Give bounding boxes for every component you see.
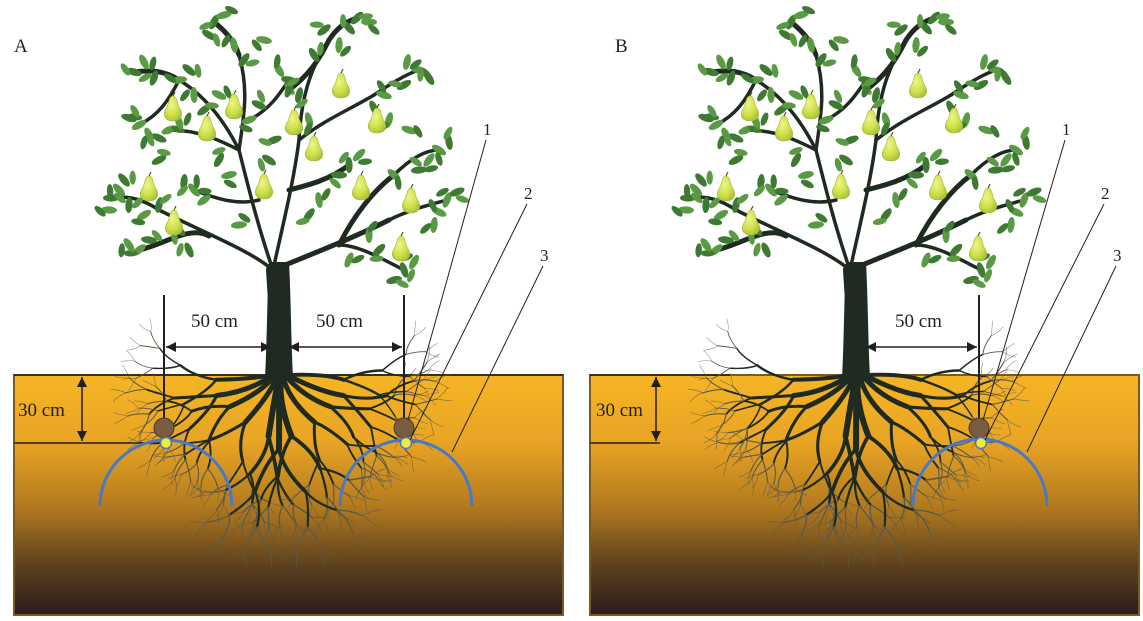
dimension-arrow-left	[166, 342, 271, 352]
pear-tree-icon	[671, 5, 1047, 382]
panel-a: A 50 cm 50 cm 30 cm	[13, 5, 564, 616]
drip-emitter-icon	[974, 436, 988, 450]
callout-leader-3	[1026, 265, 1117, 453]
callout-leader-2	[984, 203, 1105, 441]
roots-icon	[110, 318, 453, 568]
soil-sensor-icon	[393, 417, 415, 439]
callout-leader-1	[982, 139, 1066, 421]
callout-leader-3	[451, 265, 544, 453]
callout-number-1: 1	[483, 120, 492, 139]
dimension-arrow-right	[866, 342, 977, 352]
depth-arrow	[590, 377, 661, 444]
pear-tree-icon	[94, 5, 470, 382]
callout-number-3: 3	[1113, 246, 1122, 265]
drip-emitter-icon	[399, 436, 413, 450]
dimension-arrow-right	[289, 342, 402, 352]
dimension-label-left: 50 cm	[191, 311, 238, 332]
dimension-label-right: 50 cm	[895, 311, 942, 332]
panel-label: A	[14, 36, 28, 57]
depth-label: 30 cm	[596, 400, 643, 421]
roots-icon	[687, 318, 1030, 568]
depth-label: 30 cm	[18, 400, 65, 421]
callout-leader-2	[409, 203, 528, 441]
drip-emitter-icon	[159, 436, 173, 450]
soil-sensor-icon	[968, 417, 990, 439]
callout-number-1: 1	[1062, 120, 1071, 139]
callout-number-2: 2	[1101, 184, 1110, 203]
panel-b: B 50 cm 30 cm 1 2 3	[589, 5, 1140, 616]
soil-sensor-icon	[153, 417, 175, 439]
callout-leader-1	[407, 139, 487, 421]
callout-number-2: 2	[524, 184, 533, 203]
panel-label: B	[615, 36, 628, 57]
soil-block	[13, 374, 564, 616]
dimension-label-right: 50 cm	[316, 311, 363, 332]
callout-number-3: 3	[540, 246, 549, 265]
